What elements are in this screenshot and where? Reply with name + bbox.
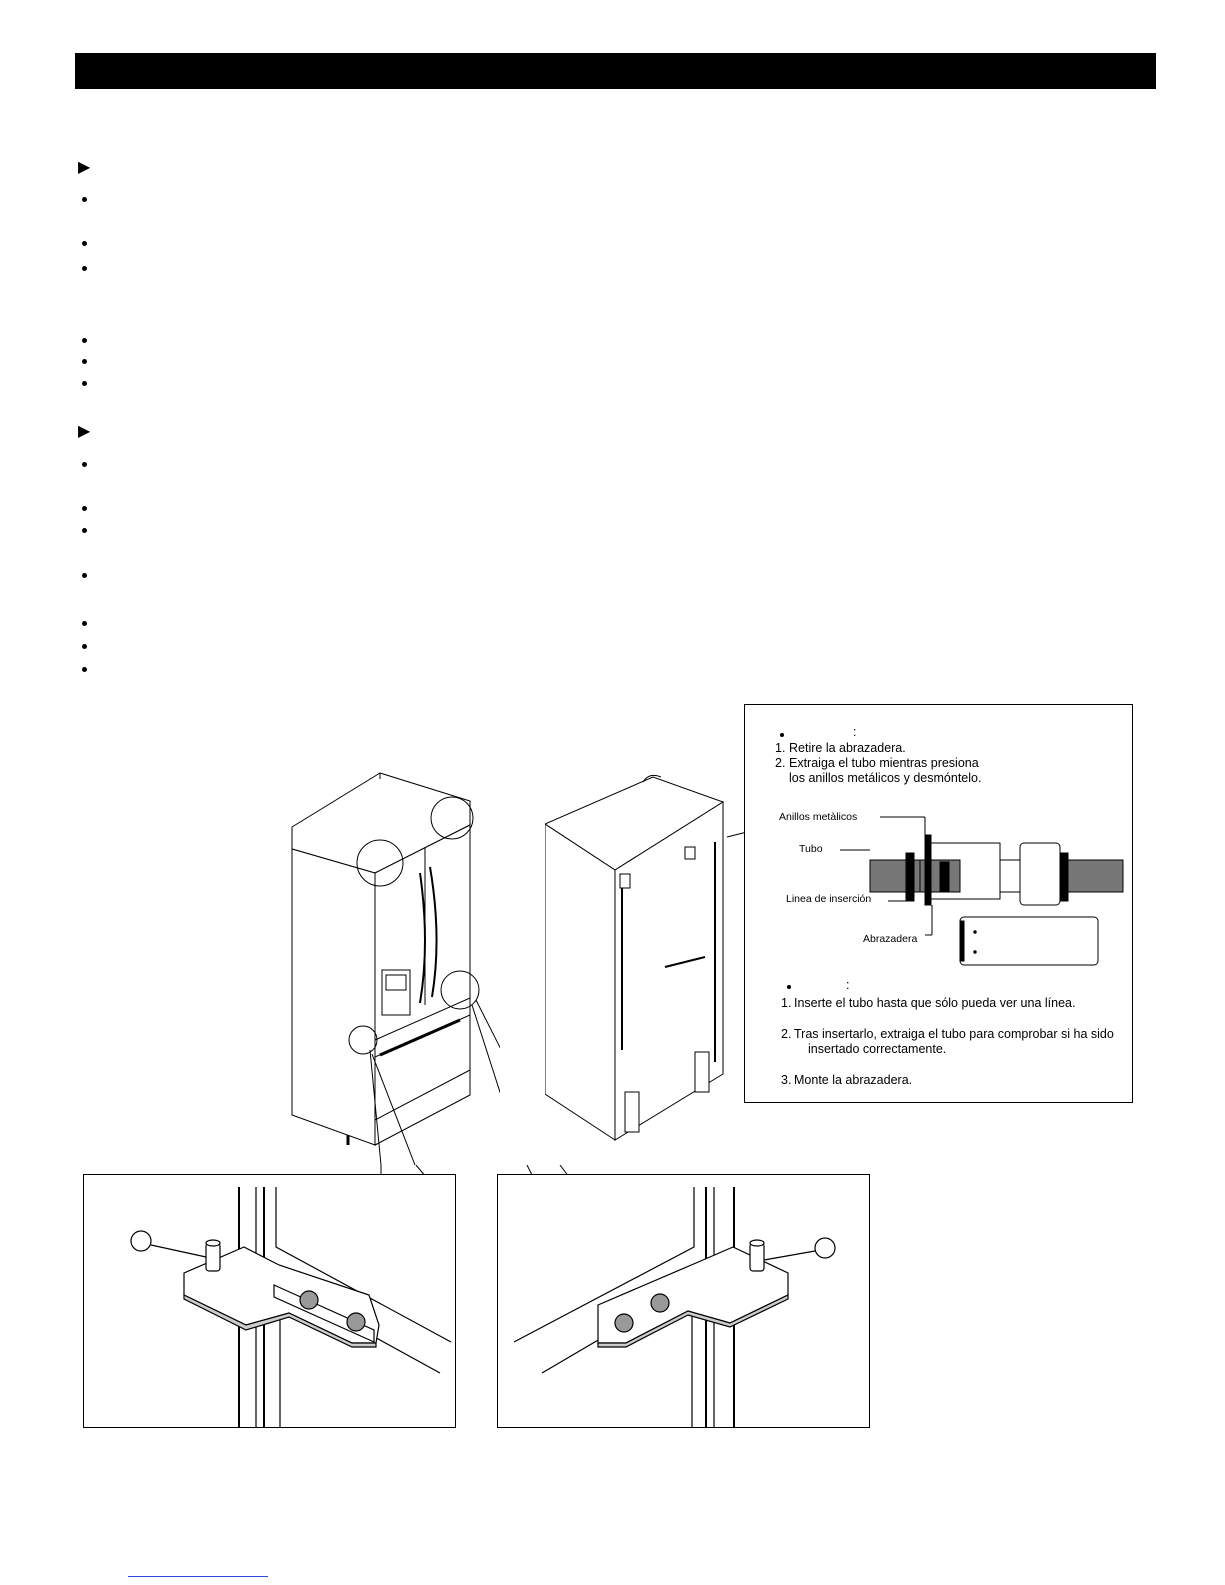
bullet-dot (82, 621, 87, 626)
bullet-dot (82, 462, 87, 467)
bullet-dot (82, 528, 87, 533)
rings-label: Anillos metàlicos (779, 811, 858, 823)
hinge-detail-left (83, 1174, 456, 1428)
hinge-right-drawing (513, 1187, 836, 1427)
bullet-dot (82, 667, 87, 672)
bullet-dot (787, 985, 791, 989)
section-marker-1: ▶ (78, 159, 91, 176)
bullet-dot (82, 381, 87, 386)
water-tube-panel (744, 704, 1133, 1103)
bullet-dot (780, 733, 784, 737)
remove-step-2: Extraiga el tubo mientras presiona (789, 756, 979, 770)
clamp-label: Abrazadera (863, 933, 918, 945)
install-step-1-num: 1. (781, 996, 792, 1010)
hinge-left-drawing (130, 1187, 452, 1427)
bullet-dot (82, 506, 87, 511)
bullet-dot (82, 359, 87, 364)
tube-label: Tubo (799, 843, 823, 855)
refrigerator-front-illustration (291, 772, 500, 1166)
bullet-dot (82, 573, 87, 578)
hinge-detail-right (497, 1174, 870, 1428)
remove-step-2-num: 2. (775, 756, 786, 770)
footer-link[interactable] (128, 1576, 268, 1577)
bullet-dot (82, 197, 87, 202)
install-step-2-cont: insertado correctamente. (808, 1042, 947, 1056)
section-marker-2: ▶ (78, 423, 91, 440)
install-step-1: Inserte el tubo hasta que sólo pueda ver… (794, 996, 1076, 1010)
remove-step-1-num: 1. (775, 741, 786, 755)
bullet-dot (82, 644, 87, 649)
remove-step-2-cont: los anillos metálicos y desmóntelo. (789, 771, 982, 785)
bullet-dot (82, 266, 87, 271)
insert-line-label: Linea de inserción (786, 893, 872, 905)
tube-connector-diagram (840, 816, 1124, 966)
bullet-dot (82, 338, 87, 343)
title-bar (75, 53, 1156, 89)
remove-heading: : (853, 725, 857, 739)
install-heading: : (846, 978, 850, 992)
install-step-3: Monte la abrazadera. (794, 1073, 913, 1087)
refrigerator-rear-illustration (545, 774, 755, 1141)
install-step-3-num: 3. (781, 1073, 792, 1087)
install-step-2-num: 2. (781, 1027, 792, 1041)
bullet-dot (82, 241, 87, 246)
install-step-2: Tras insertarlo, extraiga el tubo para c… (794, 1027, 1114, 1041)
remove-step-1: Retire la abrazadera. (789, 741, 906, 755)
